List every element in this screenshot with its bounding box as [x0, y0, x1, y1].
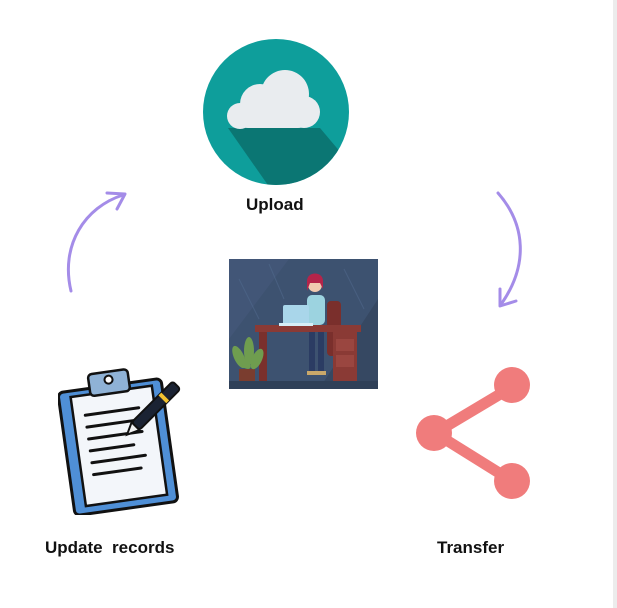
upload-label: Upload — [246, 195, 304, 214]
arrow-upload-to-transfer — [496, 191, 522, 308]
center-illustration — [229, 259, 378, 389]
person-at-desk-illustration — [229, 259, 378, 389]
upload-node — [200, 36, 352, 188]
clipboard-icon — [58, 368, 181, 515]
update-records-label: Update records — [45, 538, 175, 557]
share-icon — [416, 367, 530, 499]
window-edge — [613, 0, 617, 608]
arrow-update-to-upload — [66, 191, 127, 293]
transfer-node — [410, 365, 540, 505]
update-records-node — [58, 363, 196, 515]
cloud-upload-icon — [203, 39, 349, 185]
transfer-label: Transfer — [437, 538, 505, 557]
